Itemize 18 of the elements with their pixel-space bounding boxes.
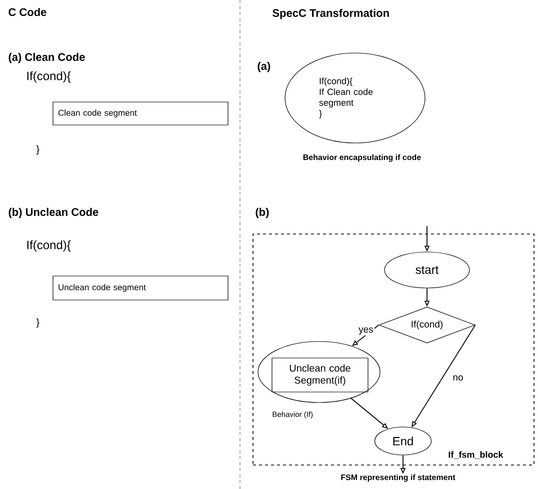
node-label: Behavior encapsulating if code (303, 154, 421, 162)
edge-label: yes (358, 326, 374, 336)
panel-label: (b) (256, 208, 269, 218)
code-segment-box: Unclean code segment (52, 276, 228, 300)
code-line: } (36, 318, 40, 328)
node-label: FSM representing if statement (341, 474, 456, 482)
code-line: } (36, 145, 40, 155)
column-heading: C Code (8, 8, 46, 16)
arrow (352, 324, 380, 346)
code-line: If(cond){ (27, 240, 71, 252)
edge-label: no (452, 374, 464, 382)
code-segment-box: Clean code segment (52, 102, 228, 126)
section-heading: (b) Unclean Code (8, 208, 98, 218)
section-heading: (a) Clean Code (8, 52, 85, 64)
segment-box: Unclean code Segment(if) (272, 358, 368, 392)
column-heading: SpecC Transformation (272, 8, 389, 20)
code-line: If(cond){ (27, 71, 71, 83)
panel-label: (a) (258, 62, 270, 72)
